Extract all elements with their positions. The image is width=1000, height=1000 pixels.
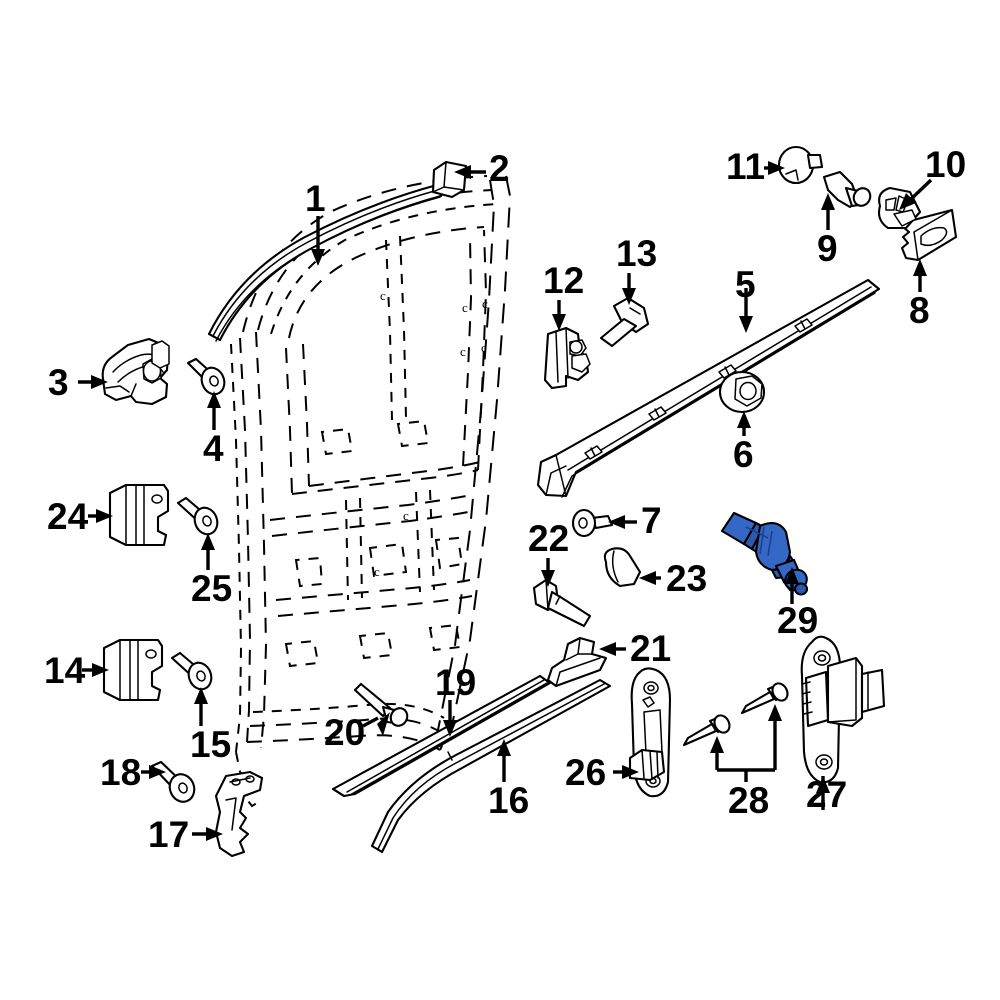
door-panel-ghost-outline: c c c c c c c [230,175,512,808]
part-19-sill-trim-molding [331,674,552,798]
callout-label-8[interactable]: 8 [909,290,930,331]
part-16-lower-weatherstrip-seal [370,678,612,854]
part-22-stepped-bolt [532,578,592,628]
part-6-flange-nut [718,370,766,414]
part-18-screw-pin-hinge [150,760,196,803]
callout-leaders [78,161,933,841]
part-21-track-cover-trim [546,636,608,688]
svg-text:c: c [403,508,409,523]
part-5-center-guide-track-rail [536,278,881,498]
callout-label-13[interactable]: 13 [616,233,658,274]
part-26-striker-catch-plate [628,667,672,798]
part-7-rivet-pin-small [571,508,614,538]
callout-label-20[interactable]: 20 [324,712,366,753]
callout-label-24[interactable]: 24 [47,496,89,537]
callout-label-23[interactable]: 23 [666,558,708,599]
callout-label-10[interactable]: 10 [925,144,967,185]
part-1-upper-weatherstrip-molding [207,183,443,342]
callout-label-22[interactable]: 22 [528,518,570,559]
callout-label-9[interactable]: 9 [817,228,838,269]
callout-label-18[interactable]: 18 [100,752,142,793]
part-9-shoulder-bolt [822,170,872,209]
callout-label-29[interactable]: 29 [777,600,819,641]
callout-label-4[interactable]: 4 [203,428,224,469]
part-15-screw-pin-lower [170,651,213,691]
callout-label-7[interactable]: 7 [641,500,662,541]
part-3-upper-hinge-roller-bracket [101,337,170,406]
callout-label-16[interactable]: 16 [488,780,530,821]
part-17-lower-hinge-arm-bracket [214,770,264,858]
part-14-lower-bumper-stop-block [102,638,164,702]
callout-label-27[interactable]: 27 [806,774,848,815]
part-25-screw-pin-bumper [176,496,219,536]
part-28-striker-mounting-pins [682,682,789,747]
callout-label-11[interactable]: 11 [726,146,766,187]
svg-text:c: c [482,296,488,311]
svg-text:c: c [481,340,487,355]
part-12-door-striker-latch [543,326,591,390]
callout-label-14[interactable]: 14 [44,650,86,691]
callout-label-12[interactable]: 12 [543,260,585,301]
part-24-upper-bumper-stop-block [108,483,170,547]
callout-label-1[interactable]: 1 [305,178,326,219]
callout-label-2[interactable]: 2 [489,148,510,189]
callout-label-21[interactable]: 21 [630,628,672,669]
callout-label-3[interactable]: 3 [48,362,69,403]
callout-label-26[interactable]: 26 [565,752,607,793]
callout-label-6[interactable]: 6 [733,434,754,475]
callout-label-25[interactable]: 25 [191,568,233,609]
svg-text:c: c [380,288,386,303]
part-4-screw-pin-upper [186,357,226,396]
svg-text:c: c [462,300,468,315]
part-27-door-lock-striker-assembly [800,635,886,784]
part-20-clip-pin-sill [353,682,409,727]
callout-label-5[interactable]: 5 [735,264,756,305]
callout-label-15[interactable]: 15 [190,724,232,765]
part-11-cap-plug-round [777,145,824,185]
callout-label-28[interactable]: 28 [728,780,770,821]
part-13-flange-head-bolt [599,296,650,348]
part-23-stopper-bumper-plug [603,547,642,588]
callout-label-19[interactable]: 19 [435,662,477,703]
callout-label-17[interactable]: 17 [148,814,190,855]
part-2-end-cap-plug [431,160,468,199]
svg-text:c: c [374,564,380,579]
part-8-track-end-cover [900,208,958,262]
svg-text:c: c [460,344,466,359]
